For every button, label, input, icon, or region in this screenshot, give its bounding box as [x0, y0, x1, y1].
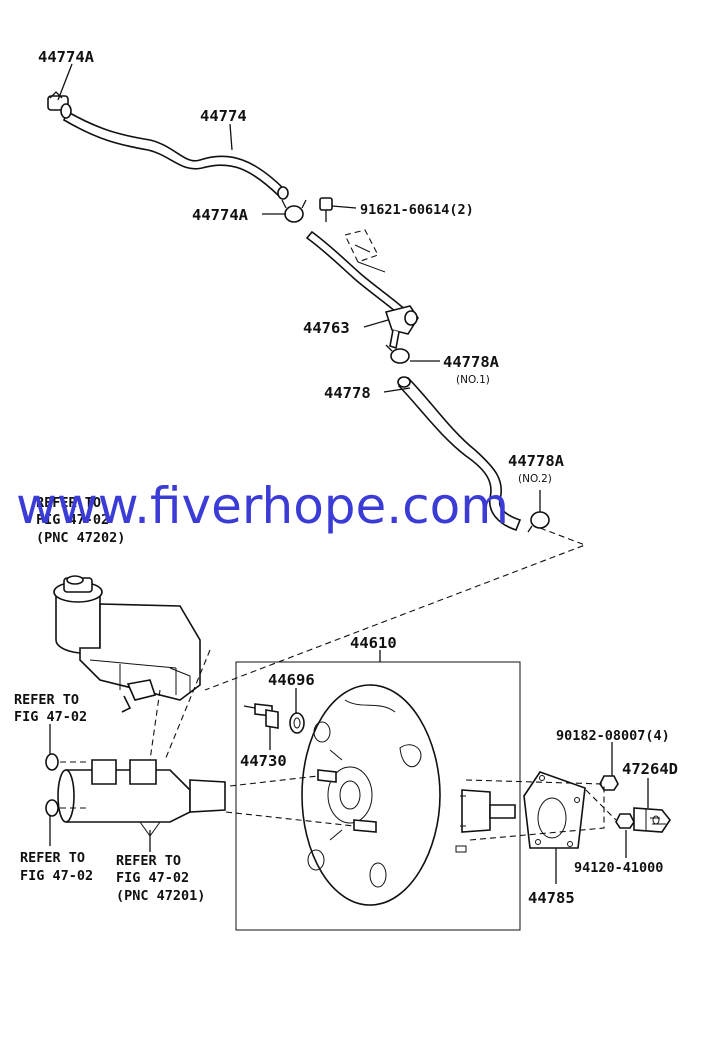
nut-bottom — [615, 813, 635, 829]
hose-clip-top — [47, 91, 72, 119]
label-44778a-no1: 44778A — [443, 353, 500, 371]
watermark: www.fiverhope.com — [16, 477, 509, 535]
booster-assy-frame — [235, 661, 521, 931]
booster-body — [301, 684, 516, 906]
lower-hose — [397, 376, 522, 531]
label-44774: 44774 — [200, 107, 247, 125]
ref-master-line3: (PNC 47201) — [116, 888, 205, 904]
ref-master-line2: FIG 47-02 — [116, 870, 189, 886]
label-44774a-top: 44774A — [38, 48, 95, 66]
label-47264d: 47264D — [622, 760, 678, 778]
assembly-lines — [60, 527, 617, 841]
ref-left-top-line1: REFER TO — [14, 692, 79, 708]
clevis — [633, 807, 671, 833]
ref-reservoir-line3: (PNC 47202) — [36, 530, 125, 546]
label-44774a-mid: 44774A — [192, 206, 249, 224]
ref-master-line1: REFER TO — [116, 853, 181, 869]
label-44785: 44785 — [528, 889, 575, 907]
nut-top — [599, 775, 619, 791]
bolt — [319, 197, 333, 222]
ref-left-top-line2: FIG 47-02 — [14, 709, 87, 725]
gasket — [523, 771, 586, 849]
ref-reservoir-line2: FIG 47-02 — [36, 512, 109, 528]
clip-no2 — [527, 511, 550, 533]
leader-lines — [49, 63, 649, 884]
ref-left-bottom-line1: REFER TO — [20, 850, 85, 866]
label-44763: 44763 — [303, 319, 350, 337]
label-44730: 44730 — [240, 752, 287, 770]
label-no1-note: (NO.1) — [456, 374, 490, 386]
grommets-left — [45, 753, 59, 817]
clip-no1 — [385, 344, 410, 364]
label-44778: 44778 — [324, 384, 371, 402]
label-44610: 44610 — [350, 634, 397, 652]
label-94120-41000: 94120-41000 — [574, 860, 663, 876]
ref-left-bottom-line2: FIG 47-02 — [20, 868, 93, 884]
grommet — [289, 712, 305, 734]
ref-reservoir-line1: REFER TO — [36, 495, 101, 511]
label-90182-08007: 90182-08007(4) — [556, 728, 670, 744]
check-valve — [243, 703, 279, 729]
master-cylinder — [57, 759, 226, 837]
upper-hose — [62, 110, 289, 200]
label-no2-note: (NO.2) — [518, 473, 552, 485]
reservoir — [53, 575, 201, 713]
hose-clip-mid — [281, 199, 307, 223]
label-91621-60614: 91621-60614(2) — [360, 202, 474, 218]
vacuum-pipe — [305, 229, 419, 350]
label-44778a-no2: 44778A — [508, 452, 565, 470]
label-44696: 44696 — [268, 671, 315, 689]
